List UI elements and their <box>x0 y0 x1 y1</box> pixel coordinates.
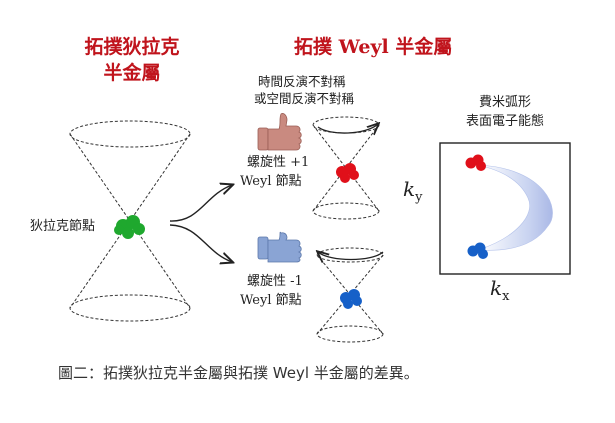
chirality-plus-line2: Weyl 節點 <box>240 174 302 189</box>
ky-k: k <box>403 177 416 201</box>
rotation-arrow-plus <box>317 124 378 133</box>
chirality-minus-line1: 螺旋性 -1 <box>247 274 303 289</box>
fermi-node-plus <box>465 154 486 171</box>
weyl-title: 拓撲 Weyl 半金屬 <box>294 36 453 58</box>
dirac-title-line2: 半金屬 <box>103 62 161 84</box>
kx-axis-label: kx <box>490 276 509 304</box>
dirac-node-label: 狄拉克節點 <box>30 219 96 234</box>
chirality-plus-label: 螺旋性 +1 Weyl 節點 <box>240 153 309 191</box>
weyl-node-minus <box>340 289 362 309</box>
dirac-title: 拓撲狄拉克 半金屬 <box>72 34 192 86</box>
rotation-arrow-minus <box>318 252 384 260</box>
figure-caption: 圖二：拓撲狄拉克半金屬與拓撲 Weyl 半金屬的差異。 <box>58 364 419 382</box>
fermi-arc-line1: 費米弧形 <box>478 95 531 110</box>
arrow-to-plus <box>169 185 232 222</box>
thumbs-up-icon <box>257 113 302 151</box>
ky-axis-label: ky <box>403 177 422 205</box>
symmetry-label-line1: 時間反演不對稱 <box>258 74 346 89</box>
fermi-node-minus <box>467 242 488 259</box>
chirality-minus-line2: Weyl 節點 <box>240 293 302 308</box>
symmetry-label-line2: 或空間反演不對稱 <box>254 91 355 106</box>
arrow-to-minus <box>169 224 232 262</box>
dirac-node-blob <box>114 215 145 239</box>
fermi-arc-line2: 表面電子能態 <box>465 114 544 129</box>
symmetry-label: 時間反演不對稱 或空間反演不對稱 <box>254 73 354 107</box>
weyl-node-plus <box>336 163 359 183</box>
fermi-arc-label: 費米弧形 表面電子能態 <box>455 93 555 131</box>
thumbs-down-icon <box>257 231 302 263</box>
ky-sub: y <box>415 190 423 205</box>
kx-sub: x <box>502 289 510 304</box>
chirality-plus-line1: 螺旋性 +1 <box>247 155 310 170</box>
dirac-title-line1: 拓撲狄拉克 <box>84 36 180 58</box>
chirality-minus-label: 螺旋性 -1 Weyl 節點 <box>240 272 303 310</box>
kx-k: k <box>490 276 503 300</box>
